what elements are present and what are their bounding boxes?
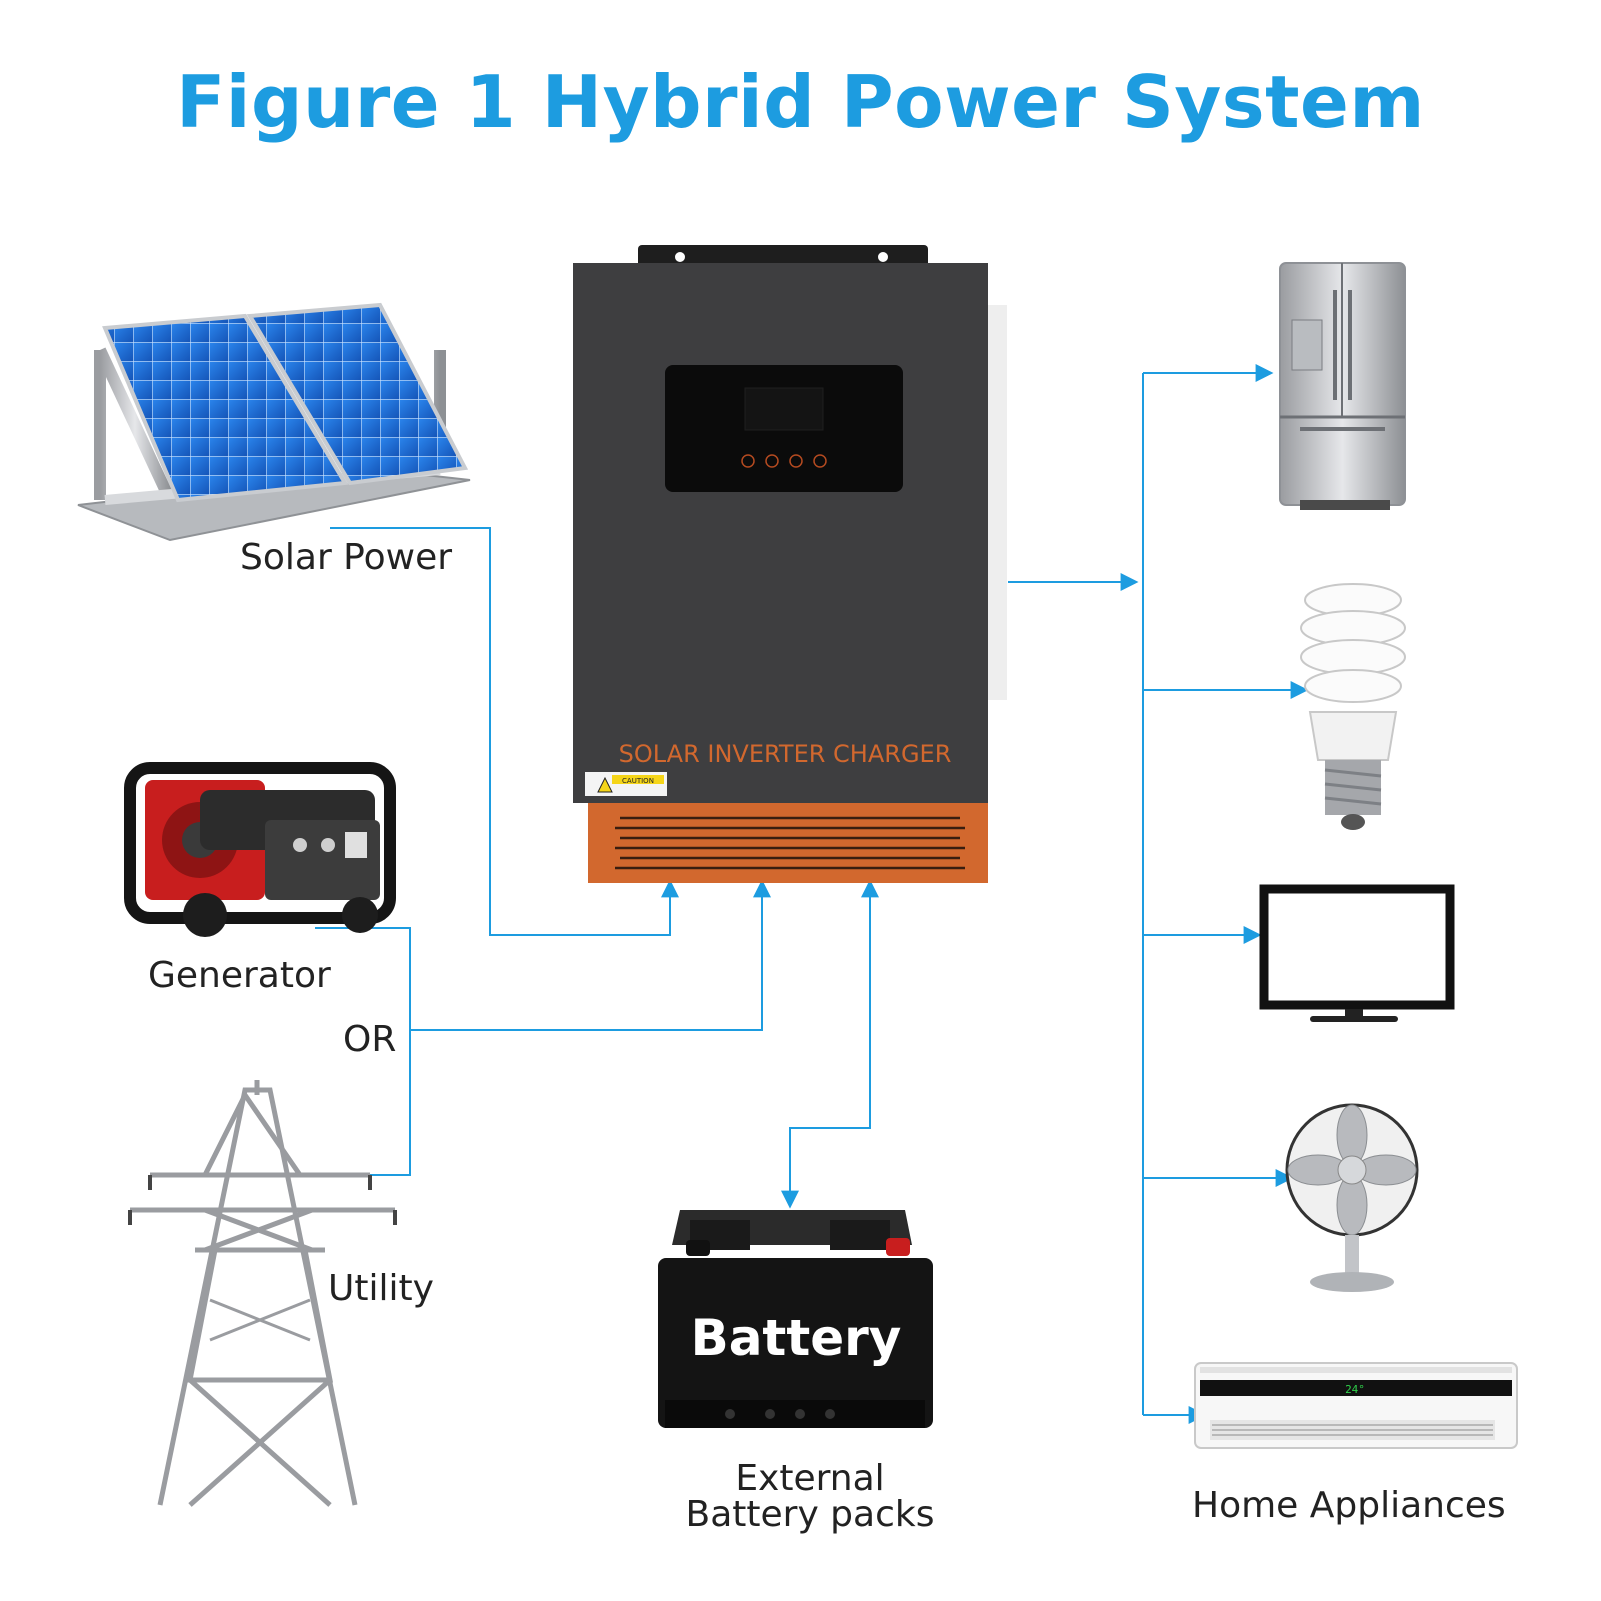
connection-lines — [315, 364, 1309, 1424]
fan-icon — [1285, 1103, 1419, 1292]
ac-input-line — [410, 879, 771, 1031]
refrigerator-icon — [1279, 262, 1406, 510]
utility-label: Utility — [328, 1268, 434, 1309]
ac-display: 24° — [1345, 1383, 1365, 1396]
page-title: Figure 1 Hybrid Power System — [176, 60, 1425, 144]
caution-label: CAUTION — [622, 777, 654, 785]
generator-label: Generator — [148, 955, 331, 996]
battery-icon: Battery — [658, 1210, 933, 1428]
solar-power-label: Solar Power — [240, 537, 453, 578]
air-conditioner-icon: 24° — [1194, 1362, 1518, 1449]
inverter-brand-text: SOLAR INVERTER CHARGER — [619, 740, 952, 768]
or-label: OR — [343, 1019, 397, 1060]
utility-tower-icon — [128, 1080, 397, 1507]
battery-packs-label: Battery packs — [685, 1494, 935, 1535]
battery-face-text: Battery — [691, 1309, 902, 1367]
cfl-bulb-icon — [1300, 583, 1406, 830]
external-label: External — [735, 1458, 885, 1499]
inverter-unit: SOLAR INVERTER CHARGER CAUTION — [573, 245, 1007, 883]
battery-link-line — [781, 879, 879, 1209]
home-appliances-label: Home Appliances — [1192, 1485, 1506, 1526]
solar-to-inverter-line — [330, 527, 679, 936]
solar-panel-icon — [77, 302, 471, 542]
generator-icon — [124, 762, 396, 937]
tv-icon — [1259, 884, 1455, 1022]
